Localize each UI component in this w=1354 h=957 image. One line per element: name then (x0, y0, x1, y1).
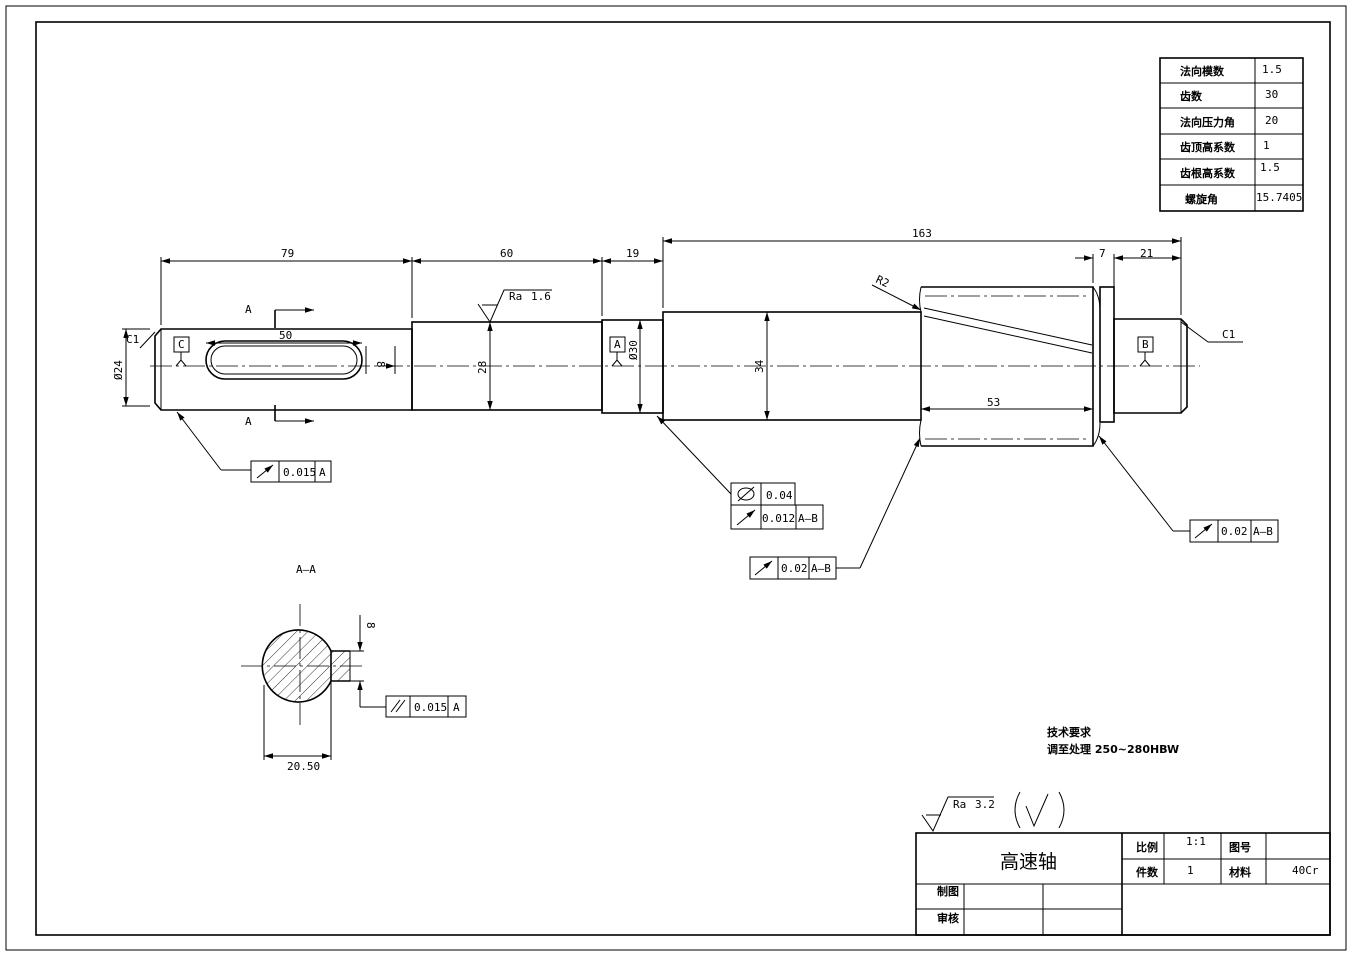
roughness-symbol-shaft: Ra 1.6 (477, 289, 552, 324)
svg-text:A—B: A—B (798, 512, 818, 525)
param-value-module: 1.5 (1262, 63, 1282, 76)
svg-text:0.015: 0.015 (283, 466, 316, 479)
dim-section-keyway: 8 (364, 622, 377, 629)
material-label: 材料 (1229, 865, 1251, 879)
param-value-addendum: 1 (1263, 139, 1270, 152)
scale-label: 比例 (1136, 840, 1158, 854)
quantity-value: 1 (1187, 864, 1194, 877)
svg-text:B: B (1142, 338, 1149, 351)
svg-text:3.2: 3.2 (975, 798, 995, 811)
dim-keyway-length: 50 (279, 329, 292, 342)
svg-text:Ra: Ra (509, 290, 522, 303)
material-value: 40Cr (1292, 864, 1319, 877)
svg-text:A—B: A—B (1253, 525, 1273, 538)
svg-text:0.04: 0.04 (766, 489, 793, 502)
keyway-slot (205, 340, 363, 380)
section-cut-arrows: A A (245, 303, 314, 428)
param-value-dedendum: 1.5 (1260, 161, 1280, 174)
cylindricity-frame: 0.04 (656, 415, 796, 506)
dim-section-depth: 20.50 (287, 760, 320, 773)
dim-7: 7 (1099, 247, 1106, 260)
svg-text:A—B: A—B (811, 562, 831, 575)
dim-diameter-24: Ø24 (112, 360, 125, 380)
runout-frame-gear-right: 0.02 A—B (1098, 435, 1279, 543)
dim-diameter-30: Ø30 (627, 340, 640, 360)
runout-frame-left: 0.015 A (176, 411, 332, 483)
svg-text:Ra: Ra (953, 798, 966, 811)
dim-diameter-28: 28 (476, 361, 489, 374)
length-dimensions: 79 60 19 163 7 21 (160, 227, 1182, 325)
runout-frame-mid: 0.012 A—B (730, 504, 824, 530)
svg-text:0.02: 0.02 (1221, 525, 1248, 538)
param-label-teeth: 齿数 (1180, 89, 1203, 103)
scale-value: 1:1 (1186, 835, 1206, 848)
diameter-dimensions (122, 312, 770, 420)
svg-text:A: A (614, 338, 621, 351)
chamfer-right: C1 (1222, 328, 1235, 341)
section-view-title: A—A (296, 563, 316, 576)
param-label-module: 法向模数 (1180, 64, 1225, 78)
param-label-helix-angle: 螺旋角 (1185, 192, 1218, 206)
outer-border (5, 5, 1347, 951)
part-name: 高速轴 (1000, 851, 1057, 873)
inner-border (35, 21, 1331, 936)
quantity-label: 件数 (1136, 865, 1159, 879)
svg-text:0.012: 0.012 (762, 512, 795, 525)
dim-60: 60 (500, 247, 513, 260)
param-label-dedendum: 齿根高系数 (1180, 166, 1236, 180)
param-value-helix-angle: 15.7405 (1256, 191, 1302, 204)
drawn-by-label: 制图 (937, 884, 959, 898)
param-value-teeth: 30 (1265, 88, 1278, 101)
dim-163: 163 (912, 227, 932, 240)
shaft-outline (154, 286, 1188, 447)
runout-frame-gear-left: 0.02 A—B (749, 437, 921, 580)
svg-text:A: A (319, 466, 326, 479)
datum-c: C (173, 336, 190, 367)
section-label-top: A (245, 303, 252, 316)
drawing-number-label: 图号 (1229, 841, 1251, 854)
gear-parameter-table: 法向模数 1.5 齿数 30 法向压力角 20 齿顶高系数 1 齿根高系数 1.… (1159, 57, 1304, 212)
notes-line-1: 调至处理 250~280HBW (1047, 742, 1179, 756)
roughness-symbol-general: Ra 3.2 (921, 791, 1065, 833)
svg-text:0.02: 0.02 (781, 562, 808, 575)
section-label-bottom: A (245, 415, 252, 428)
dim-21: 21 (1140, 247, 1153, 260)
datum-b: B (1137, 336, 1154, 367)
param-value-pressure-angle: 20 (1265, 114, 1278, 127)
svg-text:1.6: 1.6 (531, 290, 551, 303)
title-block (915, 832, 1331, 936)
dim-79: 79 (281, 247, 294, 260)
dim-keyway-width: 8 (374, 361, 387, 368)
chamfer-left: C1 (126, 333, 139, 346)
dim-19: 19 (626, 247, 639, 260)
parallel-datum: A (453, 701, 460, 714)
dim-diameter-34: 34 (753, 359, 766, 373)
section-view (241, 604, 467, 760)
notes-title: 技术要求 (1047, 725, 1092, 739)
checked-by-label: 审核 (937, 911, 959, 925)
keyway-slot-inner (210, 345, 358, 375)
fillet-radius: R2 (874, 273, 892, 290)
param-label-addendum: 齿顶高系数 (1180, 140, 1236, 154)
datum-a: A (609, 336, 626, 367)
dim-gear-width: 53 (987, 396, 1000, 409)
parallel-value: 0.015 (414, 701, 447, 714)
param-label-pressure-angle: 法向压力角 (1180, 115, 1235, 129)
svg-text:C: C (178, 338, 185, 351)
